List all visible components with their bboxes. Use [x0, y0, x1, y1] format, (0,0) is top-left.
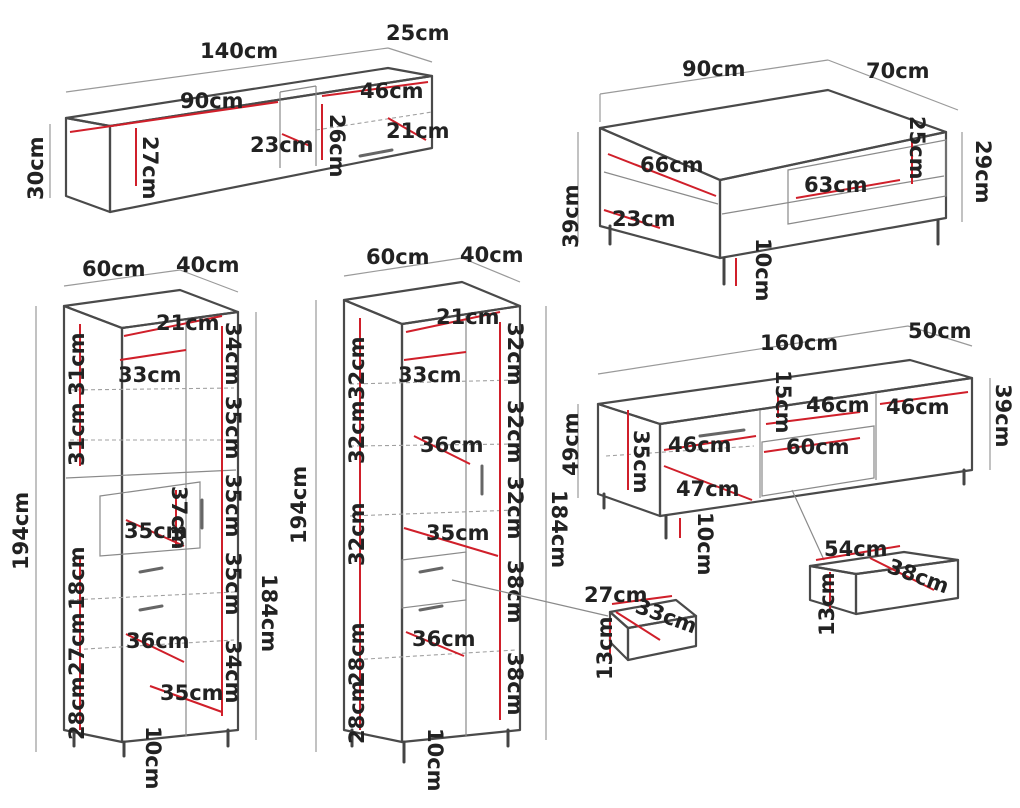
cab-left-right-h3-label: 35cm: [221, 474, 245, 538]
cab-right-shelf-width-label: 33cm: [398, 363, 462, 387]
tv-w2-label: 46cm: [806, 393, 870, 417]
cab-left-lower-width-2-label: 35cm: [160, 681, 224, 705]
cab-left-right-h4-label: 35cm: [221, 552, 245, 616]
drawer-small-height-label: 13cm: [593, 616, 617, 680]
cab-left-body-height-label: 184cm: [257, 574, 281, 652]
table-shelf-width-label: 66cm: [640, 153, 704, 177]
cab-right-body-height-label: 184cm: [547, 490, 571, 568]
shelf-height-label: 30cm: [24, 136, 48, 200]
tv-leg-label: 10cm: [693, 512, 717, 576]
shelf-left-width-label: 90cm: [180, 89, 244, 113]
cab-left-left-h3-label: 18cm: [65, 546, 89, 610]
cab-right-left-h4-label: 28cm: [345, 622, 369, 686]
cab-right-right-h2-label: 32cm: [503, 400, 527, 464]
cab-right-height-label: 194cm: [287, 466, 311, 544]
cab-left-left-h1-label: 31cm: [65, 332, 89, 396]
cab-left-shelf-width-label: 33cm: [118, 363, 182, 387]
table-shelf-depth-label: 23cm: [612, 207, 676, 231]
cab-left-top-depth-label: 21cm: [156, 311, 220, 335]
cab-left-right-h5-label: 34cm: [221, 640, 245, 704]
drawer-large-drawing: [791, 489, 960, 616]
cab-left-right-h1-label: 34cm: [221, 322, 245, 386]
drawer-large-height-label: 13cm: [815, 572, 839, 636]
shelf-depth-label: 25cm: [386, 21, 450, 45]
cab-right-right-h4-label: 38cm: [503, 560, 527, 624]
cab-right-left-h1-label: 32cm: [345, 336, 369, 400]
tv-left-height-label: 35cm: [629, 430, 653, 494]
cab-right-depth-label: 40cm: [460, 243, 524, 267]
cab-left-lower-width-1-label: 36cm: [126, 629, 190, 653]
cab-left-depth-label: 40cm: [176, 253, 240, 277]
tv-w3-label: 46cm: [886, 395, 950, 419]
tv-height-label: 49cm: [559, 412, 583, 476]
cab-right-left-h5-label: 28cm: [345, 680, 369, 744]
tv-drawer-width-label: 60cm: [786, 435, 850, 459]
drawer-small-drawing: [451, 579, 698, 662]
shelf-cabinet-depth-label: 21cm: [386, 119, 450, 143]
table-drawer-width-label: 63cm: [804, 173, 868, 197]
cab-left-glass-height-label: 37cm: [167, 486, 191, 550]
cabinet-left-drawing: [35, 269, 257, 758]
tv-depth-label: 50cm: [908, 319, 972, 343]
cab-left-leg-label: 10cm: [141, 726, 165, 790]
shelf-cabinet-width-label: 46cm: [360, 79, 424, 103]
tv-top-height-label: 15cm: [771, 370, 795, 434]
wall-shelf-drawing: [49, 47, 434, 214]
tv-stand-drawing: [577, 325, 991, 540]
tv-shelf-width-label: 47cm: [676, 477, 740, 501]
cab-left-width-label: 60cm: [82, 257, 146, 281]
cab-left-left-h4-label: 27cm: [65, 612, 89, 676]
cab-left-right-h2-label: 35cm: [221, 396, 245, 460]
shelf-cabinet-height-label: 26cm: [325, 114, 349, 178]
table-inner-height-label: 29cm: [971, 140, 995, 204]
cab-right-left-h3-label: 32cm: [345, 502, 369, 566]
cab-left-glass-width-label: 35cm: [124, 519, 188, 543]
cab-left-left-h2-label: 31cm: [65, 402, 89, 466]
cab-right-right-h5-label: 38cm: [503, 652, 527, 716]
tv-inner-height-label: 39cm: [991, 384, 1015, 448]
drawer-large-width-label: 54cm: [824, 537, 888, 561]
cab-left-left-h5-label: 28cm: [65, 676, 89, 740]
cab-right-right-h3-label: 32cm: [503, 476, 527, 540]
shelf-depth-23-label: 23cm: [250, 133, 314, 157]
cab-left-height-label: 194cm: [9, 492, 33, 570]
table-leg-label: 10cm: [751, 238, 775, 302]
cab-right-drawer-width-label: 35cm: [426, 521, 490, 545]
tv-width-label: 160cm: [760, 331, 838, 355]
cab-right-lower-width-label: 36cm: [412, 627, 476, 651]
cab-right-left-h2-label: 32cm: [345, 400, 369, 464]
table-height-label: 39cm: [559, 184, 583, 248]
cab-right-width-label: 60cm: [366, 245, 430, 269]
cab-right-right-h1-label: 32cm: [503, 322, 527, 386]
drawer-small-depth-label: 27cm: [584, 583, 648, 607]
table-width-label: 90cm: [682, 57, 746, 81]
coffee-table-drawing: [577, 59, 963, 286]
shelf-width-label: 140cm: [200, 39, 278, 63]
shelf-left-height-label: 27cm: [138, 136, 162, 200]
cab-right-top-depth-label: 21cm: [436, 305, 500, 329]
table-depth-label: 70cm: [866, 59, 930, 83]
cabinet-right-drawing: [315, 257, 547, 764]
drawer-large-depth-label: 38cm: [884, 554, 952, 598]
table-inner-depth-label: 25cm: [905, 116, 929, 180]
tv-w1-label: 46cm: [668, 433, 732, 457]
cab-right-mid-width-label: 36cm: [420, 433, 484, 457]
cab-right-leg-label: 10cm: [423, 728, 447, 792]
